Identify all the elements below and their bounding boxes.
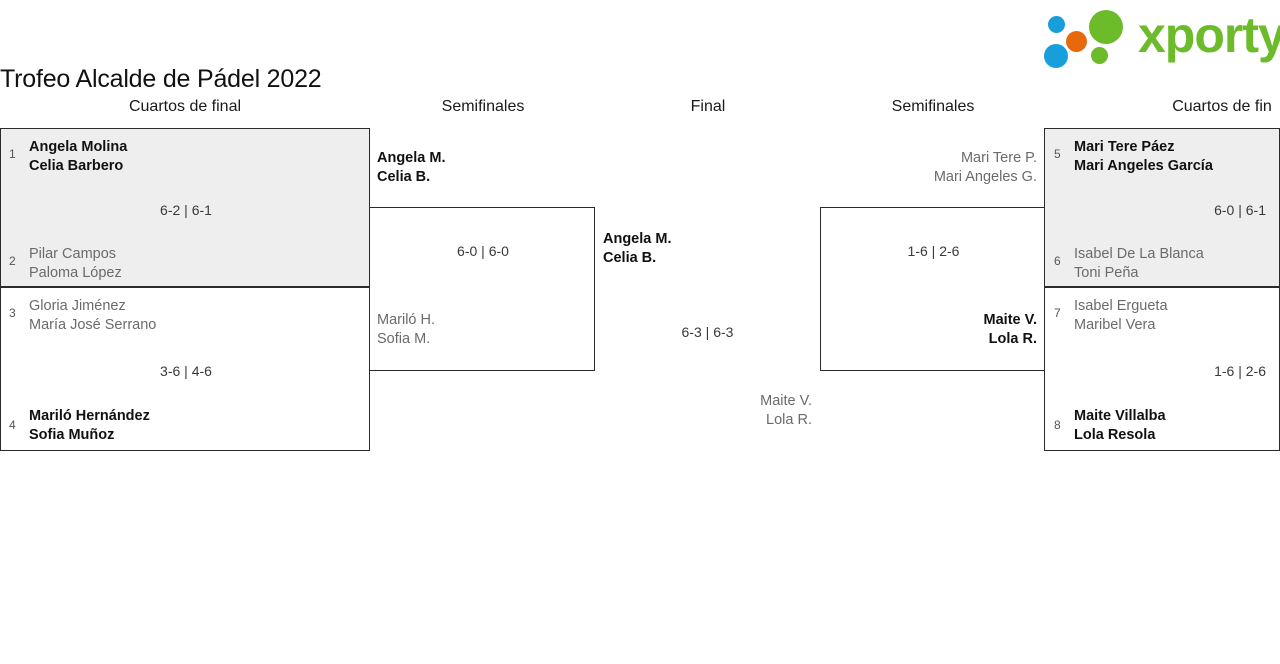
seed-number: 3	[9, 306, 16, 320]
logo-dot-green-large	[1089, 10, 1123, 44]
team-name-line-1: Isabel Ergueta	[1074, 298, 1168, 314]
round-header-semifinals-left: Semifinales	[441, 98, 525, 115]
team-name-line-2: Lola Resola	[1074, 427, 1156, 443]
logo-wordmark: xporty	[1138, 7, 1280, 63]
xporty-logo[interactable]: xporty	[1042, 6, 1280, 68]
match-box-right-sf[interactable]: 1-6 | 2-6	[820, 207, 1045, 371]
logo-dot-green-small	[1091, 47, 1108, 64]
match-score: 1-6 | 2-6	[1214, 363, 1266, 379]
match-score: 6-0 | 6-0	[457, 243, 509, 259]
team-name-line-1: Mari Tere P.	[960, 150, 1037, 166]
team-name-line-2: Mari Angeles G.	[933, 169, 1037, 185]
match-box-final[interactable]: 6-3 | 6-3	[595, 207, 820, 371]
team-name-line-2: Sofia Muñoz	[29, 427, 115, 443]
round-header-quarterfinals-left: Cuartos de final	[128, 98, 242, 115]
logo-dot-blue-small	[1048, 16, 1065, 33]
team-name-line-1: Maite Villalba	[1074, 408, 1166, 424]
team-name-line-1: Mari Tere Páez	[1074, 139, 1175, 155]
team-name-line-1: Angela Molina	[29, 139, 128, 155]
team-name-line-2: Lola R.	[988, 331, 1037, 347]
seed-number: 2	[9, 254, 16, 268]
team-name-line-1: Maite V.	[983, 312, 1037, 328]
team-name-line-2: Celia B.	[377, 169, 431, 185]
match-score: 6-2 | 6-1	[160, 202, 212, 218]
match-score: 6-3 | 6-3	[681, 324, 734, 340]
team-name-line-1: Isabel De La Blanca	[1074, 246, 1204, 262]
team-name-line-1: Gloria Jiménez	[29, 298, 126, 314]
match-box-left-sf[interactable]: 6-0 | 6-0	[369, 207, 595, 371]
team-name-line-2: Maribel Vera	[1074, 317, 1156, 333]
seed-number: 7	[1054, 306, 1061, 320]
seed-number: 8	[1054, 418, 1061, 432]
match-box-left-qf-2[interactable]: 3 Gloria Jiménez María José Serrano 3-6 …	[0, 287, 370, 451]
match-score: 6-0 | 6-1	[1214, 202, 1266, 218]
logo-dot-orange	[1066, 31, 1087, 52]
team-name-line-2: Celia B.	[603, 250, 657, 266]
team-name-line-1: Angela M.	[603, 231, 672, 247]
seed-number: 6	[1054, 254, 1061, 268]
match-box-right-qf-1[interactable]: 5 Mari Tere Páez Mari Angeles García 6-0…	[1044, 128, 1280, 287]
seed-number: 5	[1054, 147, 1061, 161]
team-name-line-2: María José Serrano	[29, 317, 157, 333]
team-name-line-2: Toni Peña	[1074, 265, 1139, 281]
team-name-line-1: Mariló H.	[377, 312, 436, 328]
team-name-line-1: Angela M.	[377, 150, 446, 166]
team-name-line-2: Lola R.	[766, 412, 812, 428]
seed-number: 4	[9, 418, 16, 432]
match-score: 3-6 | 4-6	[160, 363, 212, 379]
team-name-line-1: Mariló Hernández	[29, 408, 150, 424]
team-name-line-1: Maite V.	[760, 393, 812, 409]
team-name-line-2: Mari Angeles García	[1074, 158, 1213, 174]
team-name-line-1: Pilar Campos	[29, 246, 117, 262]
team-name-line-2: Paloma López	[29, 265, 122, 281]
match-score: 1-6 | 2-6	[907, 243, 960, 259]
team-name-line-2: Celia Barbero	[29, 158, 124, 174]
match-box-right-qf-2[interactable]: 7 Isabel Ergueta Maribel Vera 1-6 | 2-6 …	[1044, 287, 1280, 451]
title-line-1: Trofeo Alcalde de Pádel 2022	[0, 65, 322, 93]
team-name-line-2: Sofia M.	[377, 331, 431, 347]
logo-dot-blue-large	[1044, 44, 1068, 68]
round-header-semifinals-right: Semifinales	[891, 98, 975, 115]
match-box-left-qf-1[interactable]: 1 Angela Molina Celia Barbero 6-2 | 6-1 …	[0, 128, 370, 287]
round-header-final: Final	[690, 98, 726, 115]
round-header-quarterfinals-right: Cuartos de fin	[1172, 98, 1272, 115]
seed-number: 1	[9, 147, 16, 161]
